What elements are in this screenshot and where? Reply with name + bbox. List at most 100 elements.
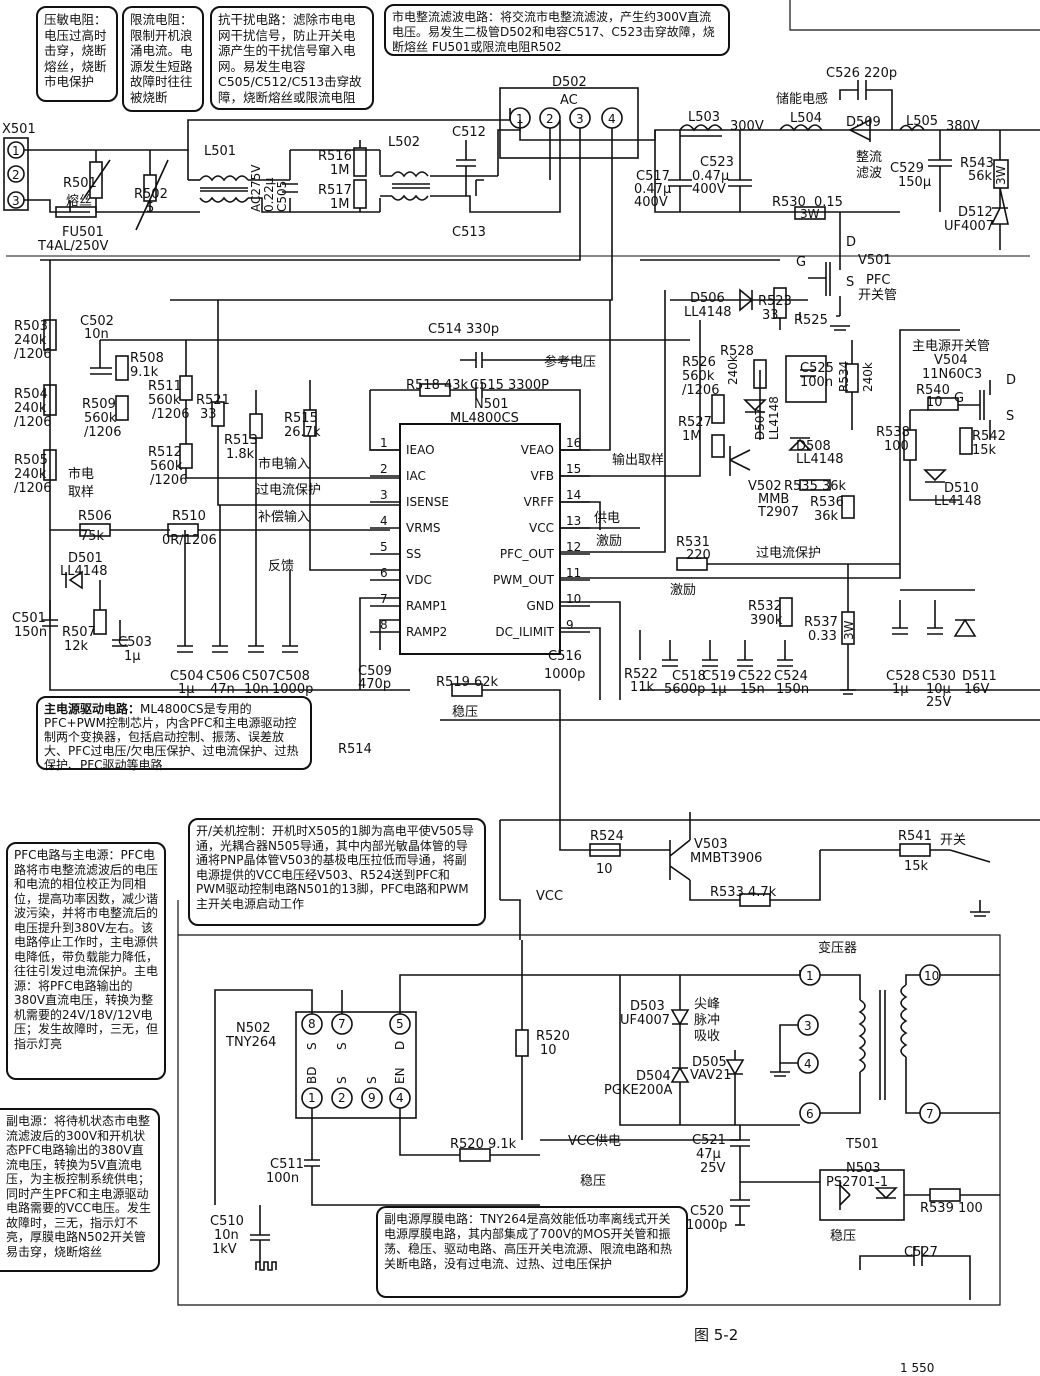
t501-pin-num-1: 1 [806, 969, 814, 983]
n502-pin-2 [331, 1087, 353, 1109]
label-c505-v: AC275V [249, 164, 263, 212]
label-r506-val: 75k [80, 529, 105, 544]
label-c520-val: 1000p [686, 1218, 727, 1233]
label-v501-desc: 开关管 [858, 288, 897, 303]
n502-pin-num-1: 1 [308, 1091, 316, 1105]
ic-pin-name-dc_ilimit: DC_ILIMIT [495, 625, 554, 639]
label-r502-val: 5 [146, 201, 154, 216]
label-r528-val: 240k [726, 355, 740, 385]
label-c525-val: 100n [800, 375, 833, 390]
ic-pin-name-ss: SS [406, 547, 421, 561]
label-v504-d: D [1006, 373, 1016, 388]
label-c516-val: 1000p [544, 667, 585, 682]
ic-pin-name-gnd: GND [526, 599, 554, 613]
label-c528-val: 1μ [892, 682, 909, 697]
label-r524-val: 10 [596, 862, 613, 877]
label-c509-val: 470p [358, 677, 391, 692]
ic-pin-name-ieao: IEAO [406, 443, 435, 457]
label-r512: R512 [148, 445, 182, 460]
label-c519-val: 1μ [710, 682, 727, 697]
n502-pin-num-9: 9 [368, 1091, 376, 1105]
label-r508: R508 [130, 351, 164, 366]
label-r536-val: 36k [814, 509, 839, 524]
label-d506: D506 [690, 291, 725, 306]
t501-pin-num-10: 10 [924, 969, 939, 983]
signal-drive-2: 激励 [670, 583, 696, 598]
label-c518-val: 5600p [664, 682, 705, 697]
label-v504-g: G [954, 391, 964, 406]
n502-pin-name-en: EN [393, 1067, 407, 1084]
label-r515: R515 [284, 411, 318, 426]
label-r543-val: 56k [968, 169, 993, 184]
label-c508-val: 1000p [272, 682, 313, 697]
label-spike-2: 脉冲 [694, 1013, 720, 1028]
label-d508-part: LL4148 [796, 452, 844, 467]
label-c514: C514 330p [428, 322, 499, 337]
label-c510-v: 1kV [212, 1242, 237, 1257]
label-c505: C505 [275, 181, 289, 212]
label-r513: R513 [224, 433, 258, 448]
ic-pin-name-veao: VEAO [521, 443, 554, 457]
label-d504-part: PGKE200A [604, 1083, 672, 1098]
label-c511: C511 [270, 1157, 304, 1172]
label-r517-val: 1M [330, 197, 350, 212]
label-n503-part: PS2701-1 [826, 1175, 888, 1190]
label-c524: C524 [774, 669, 808, 684]
onoff-control [499, 812, 1040, 940]
note-limiter-text: 限流电阻：限制开机浪涌电流。电源发生短路故障时往往被烧断 [130, 12, 193, 105]
label-d506-part: LL4148 [684, 305, 732, 320]
label-c504-val: 1μ [178, 682, 195, 697]
label-r510-val: 0R/1206 [162, 533, 217, 548]
ic-pin-number-10: 10 [566, 592, 581, 606]
connector-pin-2 [7, 165, 25, 183]
label-r512-val: 560k [150, 459, 183, 474]
label-t501: T501 [845, 1137, 879, 1152]
label-c506-val: 47n [210, 682, 235, 697]
label-r507-val: 12k [64, 639, 89, 654]
pin-label-1: 1 [12, 144, 20, 158]
label-c521-val: 47μ [696, 1147, 721, 1162]
label-c510-val: 10n [214, 1228, 239, 1243]
label-r512-pkg: /1206 [150, 473, 187, 488]
label-c521-v: 25V [700, 1161, 726, 1176]
note-standby-text: 副电源：将待机状态市电整流滤波后的300V和开机状态PFC电路输出的380V直流… [6, 1114, 151, 1259]
ic-pin-number-14: 14 [566, 488, 581, 502]
label-r501: R501 [63, 176, 97, 191]
label-r523: R523 [758, 294, 792, 309]
label-r533: R533 4.7k [710, 885, 777, 900]
label-v502-mmb: MMB [758, 492, 789, 507]
note-thick-text: 副电源厚膜电路：TNY264是高效能低功率离线式开关电源厚膜电路，其内部集成了7… [384, 1212, 673, 1271]
ic-pin-number-15: 15 [566, 462, 581, 476]
ic-pin-name-pwm_out: PWM_OUT [493, 573, 555, 587]
figure-caption: 图 5-2 [694, 1326, 738, 1344]
label-c511-val: 100n [266, 1171, 299, 1186]
label-x501: X501 [2, 122, 36, 137]
label-r526-val: 560k [682, 369, 715, 384]
note-standby: 副电源：将待机状态市电整流滤波后的300V和开机状态PFC电路输出的380V直流… [0, 1108, 160, 1272]
resistor-r503 [43, 319, 57, 351]
ic-right-network [440, 290, 1040, 721]
label-fu501-rating: T4AL/250V [37, 239, 109, 254]
label-d509-rect: 整流 [856, 150, 882, 165]
label-v502: V502 [748, 479, 782, 494]
label-c515: C515 3300P [470, 378, 549, 393]
label-n503: N503 [846, 1161, 881, 1176]
pfc-power-section [640, 80, 1009, 331]
label-r531-val: 220 [686, 548, 711, 563]
label-r522: R522 [624, 667, 658, 682]
t501-pin-num-4: 4 [804, 1057, 812, 1071]
label-r528: R528 [720, 344, 754, 359]
label-d508: D508 [796, 439, 831, 454]
label-r542: R542 [972, 429, 1006, 444]
label-r503-pkg: /1206 [14, 347, 51, 362]
label-c521: C521 [692, 1133, 726, 1148]
label-c526: C526 220p [826, 66, 897, 81]
connector-x501-body [3, 137, 29, 211]
ic-pin-number-16: 16 [566, 436, 581, 450]
label-r541-val: 15k [904, 859, 929, 874]
label-c501-val: 150n [14, 625, 47, 640]
ic-pin-number-2: 2 [380, 462, 388, 476]
label-r518: R518 43k [406, 378, 469, 393]
bridge-pin-label-3: 3 [576, 112, 584, 126]
label-n502-part: TNY264 [225, 1035, 276, 1050]
